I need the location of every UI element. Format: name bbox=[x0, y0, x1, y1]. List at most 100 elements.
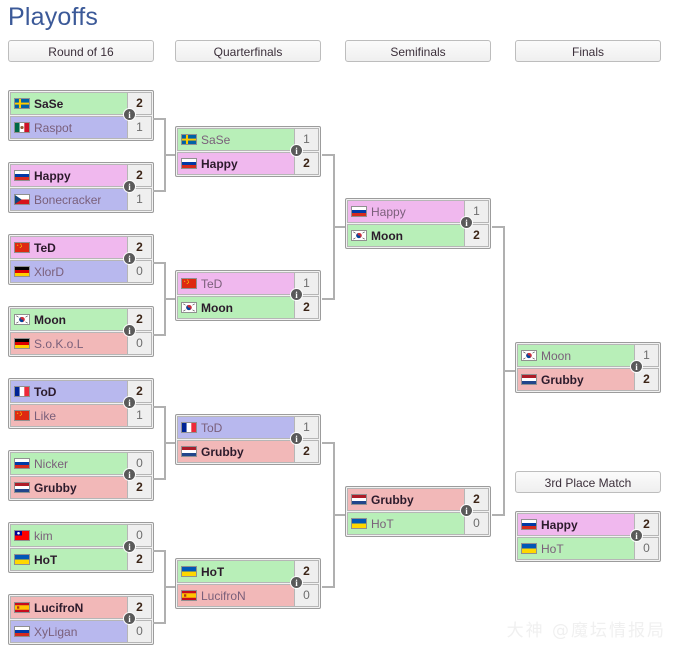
player-cell: S.o.K.o.L bbox=[10, 332, 128, 355]
score-cell: 2 bbox=[465, 224, 489, 247]
match-info-icon[interactable]: i bbox=[123, 540, 136, 553]
match-info-icon[interactable]: i bbox=[123, 324, 136, 337]
match-row-bottom[interactable]: HoT 0 bbox=[517, 537, 659, 560]
player-name: XyLigan bbox=[34, 624, 78, 639]
score-cell: 0 bbox=[635, 537, 659, 560]
match-info-icon[interactable]: i bbox=[630, 360, 643, 373]
player-cell: Moon bbox=[177, 296, 295, 319]
player-cell: Happy bbox=[517, 513, 635, 536]
match-row-bottom[interactable]: Grubby 2 bbox=[177, 440, 319, 463]
player-name: Grubby bbox=[201, 444, 244, 459]
match-row-bottom[interactable]: Moon 2 bbox=[347, 224, 489, 247]
connector bbox=[153, 622, 166, 624]
match-info-icon[interactable]: i bbox=[123, 612, 136, 625]
germany-flag-icon bbox=[14, 338, 30, 349]
player-cell: TeD bbox=[10, 236, 128, 259]
player-name: ToD bbox=[34, 384, 57, 399]
player-cell: Happy bbox=[177, 152, 295, 175]
player-cell: Grubby bbox=[347, 488, 465, 511]
player-name: TeD bbox=[34, 240, 56, 255]
match-info-icon[interactable]: i bbox=[123, 468, 136, 481]
match-info-icon[interactable]: i bbox=[123, 396, 136, 409]
russia-flag-icon bbox=[351, 206, 367, 217]
connector bbox=[492, 514, 505, 516]
match-info-icon[interactable]: i bbox=[290, 432, 303, 445]
connector bbox=[333, 226, 345, 228]
round-header-finals[interactable]: Finals bbox=[515, 40, 661, 62]
match-info-icon[interactable]: i bbox=[630, 529, 643, 542]
match-info-icon[interactable]: i bbox=[123, 180, 136, 193]
score-cell: 2 bbox=[295, 440, 319, 463]
player-name: ToD bbox=[201, 420, 223, 435]
round-header-round-of-16[interactable]: Round of 16 bbox=[8, 40, 154, 62]
score-cell: 2 bbox=[128, 548, 152, 571]
match-info-icon[interactable]: i bbox=[290, 288, 303, 301]
match-info-icon[interactable]: i bbox=[123, 108, 136, 121]
score-cell: 0 bbox=[128, 620, 152, 643]
score-cell: 0 bbox=[128, 332, 152, 355]
score-cell: 0 bbox=[295, 584, 319, 607]
player-cell: HoT bbox=[10, 548, 128, 571]
round-header-quarterfinals[interactable]: Quarterfinals bbox=[175, 40, 321, 62]
player-cell: Happy bbox=[10, 164, 128, 187]
connector bbox=[503, 370, 515, 372]
china-flag-icon bbox=[14, 410, 30, 421]
connector bbox=[164, 154, 175, 156]
player-cell: Grubby bbox=[177, 440, 295, 463]
round-header-third-place-match[interactable]: 3rd Place Match bbox=[515, 471, 661, 493]
player-name: HoT bbox=[541, 541, 564, 556]
match-info-icon[interactable]: i bbox=[123, 252, 136, 265]
page-title: Playoffs bbox=[8, 3, 99, 31]
match-info-icon[interactable]: i bbox=[290, 576, 303, 589]
match-info-icon[interactable]: i bbox=[290, 144, 303, 157]
connector bbox=[492, 226, 505, 228]
player-cell: Moon bbox=[10, 308, 128, 331]
player-name: Happy bbox=[201, 156, 238, 171]
sweden-flag-icon bbox=[14, 98, 30, 109]
match-info-icon[interactable]: i bbox=[460, 216, 473, 229]
round-header-semifinals[interactable]: Semifinals bbox=[345, 40, 491, 62]
match-row-bottom[interactable]: XyLigan 0 bbox=[10, 620, 152, 643]
player-name: Moon bbox=[371, 228, 403, 243]
match-info-icon[interactable]: i bbox=[460, 504, 473, 517]
